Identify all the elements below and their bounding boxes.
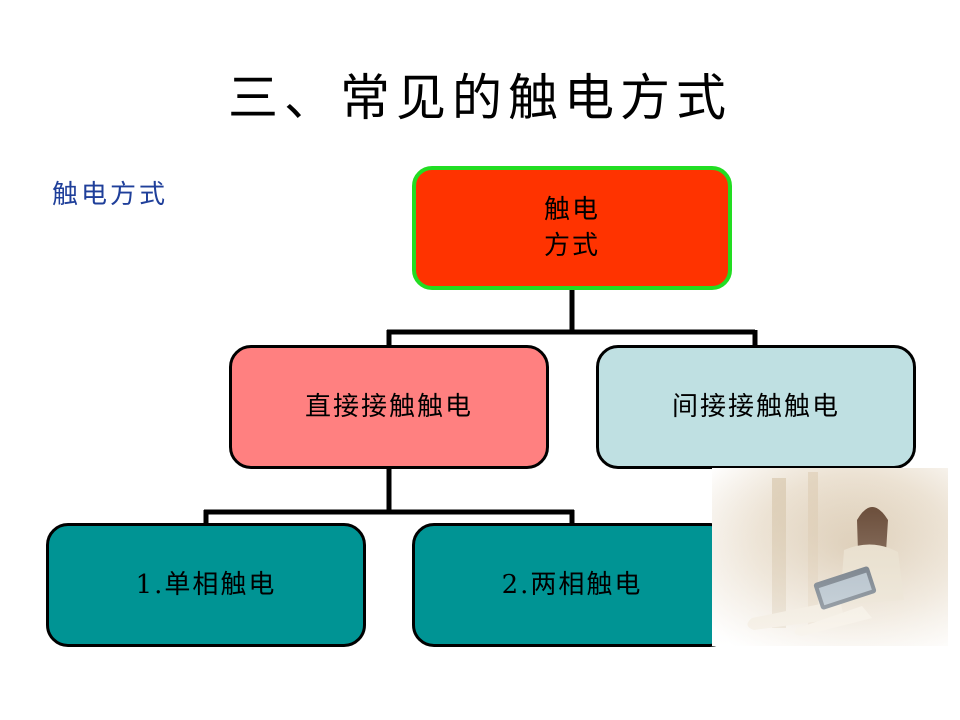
node-double-label: 2.两相触电 [501,570,643,600]
node-single-phase: 1.单相触电 [46,523,366,647]
slide-title: 三、常见的触电方式 [228,69,732,127]
slide-subtitle: 触电方式 [52,180,169,210]
node-root-line1: 触电 [543,195,600,225]
node-direct-label: 直接接触触电 [304,392,473,422]
node-indirect-label: 间接接触触电 [671,392,840,422]
node-root-line2: 方式 [543,231,600,261]
woman-with-laptop-photo [712,468,948,646]
node-root: 触电 方式 [412,166,732,290]
node-direct-contact: 直接接触触电 [229,345,549,469]
node-two-phase: 2.两相触电 [412,523,732,647]
node-indirect-contact: 间接接触触电 [596,345,916,469]
node-single-label: 1.单相触电 [135,570,277,600]
